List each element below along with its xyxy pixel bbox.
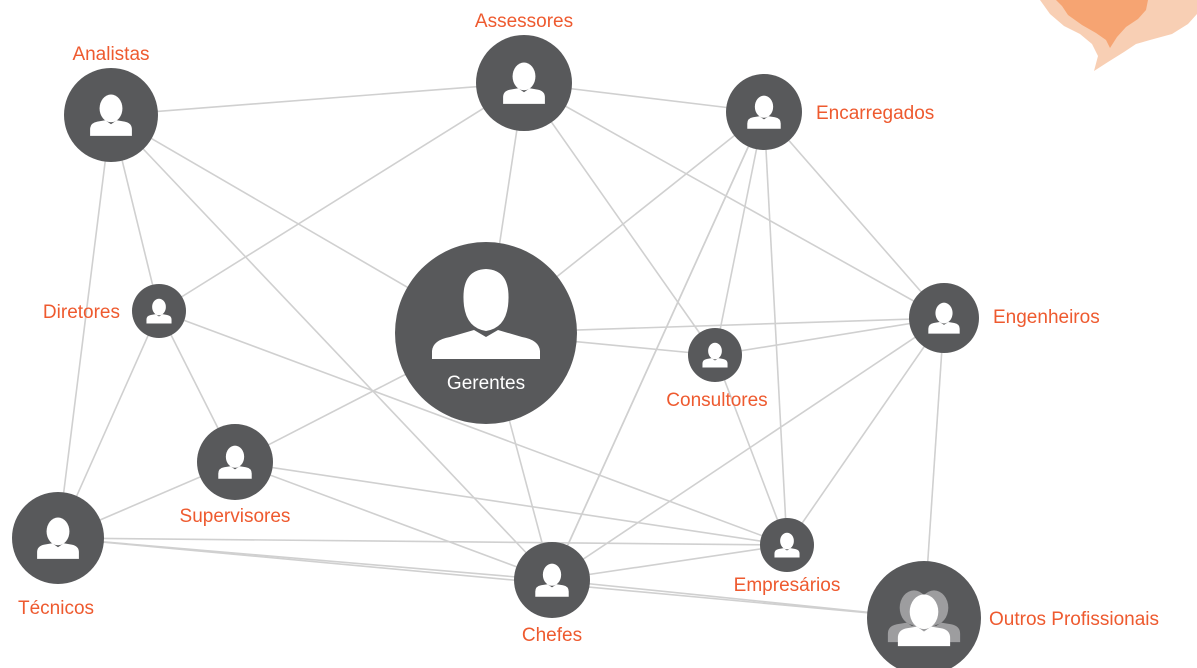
edge-analistas-tecnicos xyxy=(57,114,112,539)
edge-encarregados-consultores xyxy=(714,111,765,356)
node-consultores: Consultores xyxy=(666,328,768,411)
edge-supervisores-chefes xyxy=(234,461,553,581)
node-assessores: Assessores xyxy=(475,11,573,131)
node-tecnicos: Técnicos xyxy=(12,492,104,619)
edge-engenheiros-consultores xyxy=(714,317,945,356)
edge-consultores-empresarios xyxy=(714,354,788,546)
edge-encarregados-chefes xyxy=(551,111,765,581)
edge-assessores-consultores xyxy=(523,82,716,356)
edge-supervisores-empresarios xyxy=(234,461,788,546)
node-supervisores: Supervisores xyxy=(180,424,291,527)
node-label-encarregados: Encarregados xyxy=(816,103,934,124)
edge-encarregados-engenheiros xyxy=(763,111,945,319)
edge-tecnicos-empresarios xyxy=(57,537,788,546)
node-engenheiros: Engenheiros xyxy=(909,283,1100,353)
edge-analistas-assessores xyxy=(110,82,525,116)
node-diretores: Diretores xyxy=(43,284,186,338)
node-outros: Outros Profissionais xyxy=(867,561,1159,668)
edge-engenheiros-empresarios xyxy=(786,317,945,546)
edge-chefes-outros xyxy=(551,579,925,619)
node-label-engenheiros: Engenheiros xyxy=(993,307,1100,328)
south-america-map-icon xyxy=(1040,0,1197,71)
node-label-assessores: Assessores xyxy=(475,11,573,32)
nodes-layer: Analistas AssessoresEncarregadosDiretores… xyxy=(12,11,1159,668)
node-chefes: Chefes xyxy=(514,542,590,646)
node-label-empresarios: Empresários xyxy=(734,575,841,596)
edge-chefes-empresarios xyxy=(551,544,788,581)
node-encarregados: Encarregados xyxy=(726,74,934,150)
edge-analistas-chefes xyxy=(110,114,553,581)
node-analistas: Analistas xyxy=(64,44,158,162)
node-empresarios: Empresários xyxy=(734,518,841,596)
node-label-chefes: Chefes xyxy=(522,625,582,646)
edge-encarregados-empresarios xyxy=(763,111,788,546)
node-label-analistas: Analistas xyxy=(72,44,149,65)
edge-assessores-diretores xyxy=(158,82,525,312)
node-label-diretores: Diretores xyxy=(43,302,120,323)
node-label-tecnicos: Técnicos xyxy=(18,598,94,619)
edge-engenheiros-chefes xyxy=(551,317,945,581)
edge-diretores-empresarios xyxy=(158,310,788,546)
node-label-consultores: Consultores xyxy=(666,390,767,411)
node-label-supervisores: Supervisores xyxy=(180,506,291,527)
edge-tecnicos-outros xyxy=(57,537,925,619)
node-gerentes: Gerentes xyxy=(395,242,577,424)
node-circle xyxy=(395,242,577,424)
edge-assessores-engenheiros xyxy=(523,82,945,319)
node-label-outros: Outros Profissionais xyxy=(989,609,1159,630)
person-bust-icon xyxy=(432,269,540,359)
node-label-gerentes: Gerentes xyxy=(447,373,525,394)
